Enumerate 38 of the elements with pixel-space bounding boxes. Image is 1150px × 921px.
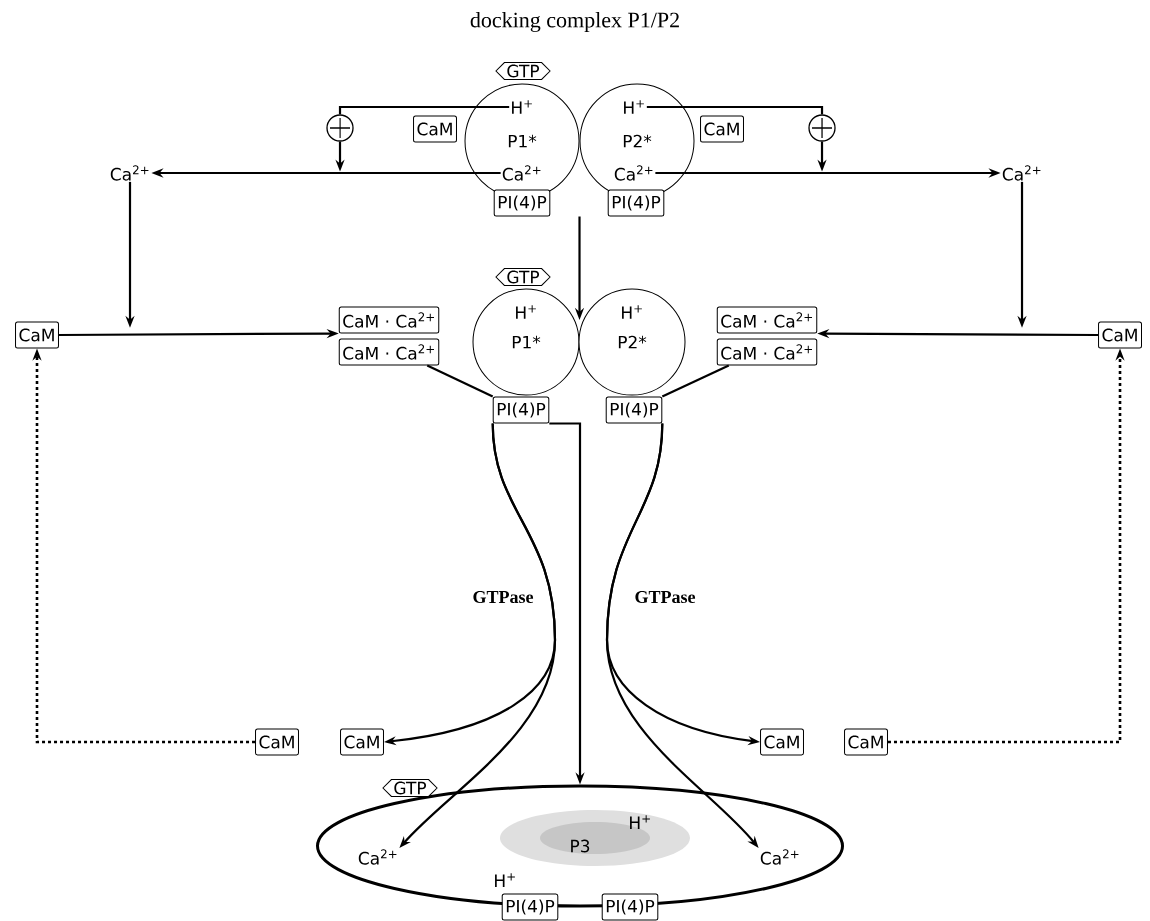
label-box: CaM	[1098, 321, 1142, 349]
ion-label: H$^{+}$	[624, 100, 644, 114]
ion-label: Ca$^{2+}$	[110, 165, 149, 181]
label-box: PI(4)P	[601, 893, 659, 921]
label-box: CaM · Ca$^{2+}$	[716, 338, 818, 366]
ion-label: H$^{+}$	[512, 100, 532, 114]
ion-label: Ca$^{2+}$	[614, 165, 653, 181]
label-box: CaM · Ca$^{2+}$	[716, 306, 818, 334]
label-box: CaM · Ca$^{2+}$	[338, 338, 440, 366]
label-box: CaM · Ca$^{2+}$	[338, 306, 440, 334]
label-box: CaM	[15, 321, 59, 349]
ion-label: Ca$^{2+}$	[760, 849, 799, 865]
ion-label: H$^{+}$	[516, 305, 536, 319]
title: docking complex P1/P2	[470, 12, 679, 32]
label-box: PI(4)P	[501, 893, 559, 921]
plus-circle	[326, 114, 354, 142]
label-box: PI(4)P	[605, 396, 663, 424]
label-box: PI(4)P	[607, 189, 665, 217]
plus-circle	[808, 114, 836, 142]
label-box: CaM	[255, 728, 299, 756]
label-box: CaM	[340, 728, 384, 756]
ion-label: H$^{+}$	[495, 873, 515, 887]
label-box: CaM	[844, 728, 888, 756]
ion-label: Ca$^{2+}$	[358, 849, 397, 865]
edge-label: GTPase	[633, 589, 697, 605]
hexagon-tag: GTP	[495, 62, 551, 80]
edge-label: GTPase	[471, 589, 535, 605]
ion-label: Ca$^{2+}$	[502, 165, 541, 181]
label-box: CaM	[700, 115, 744, 143]
hexagon-tag: GTP	[382, 779, 438, 797]
hexagon-tag: GTP	[495, 268, 551, 286]
label-box: CaM	[760, 728, 804, 756]
label-box: PI(4)P	[493, 189, 551, 217]
ion-label: H$^{+}$	[630, 815, 650, 829]
label-box: PI(4)P	[492, 396, 550, 424]
ion-label: H$^{+}$	[622, 305, 642, 319]
label-box: CaM	[413, 115, 457, 143]
ion-label: Ca$^{2+}$	[1002, 165, 1041, 181]
